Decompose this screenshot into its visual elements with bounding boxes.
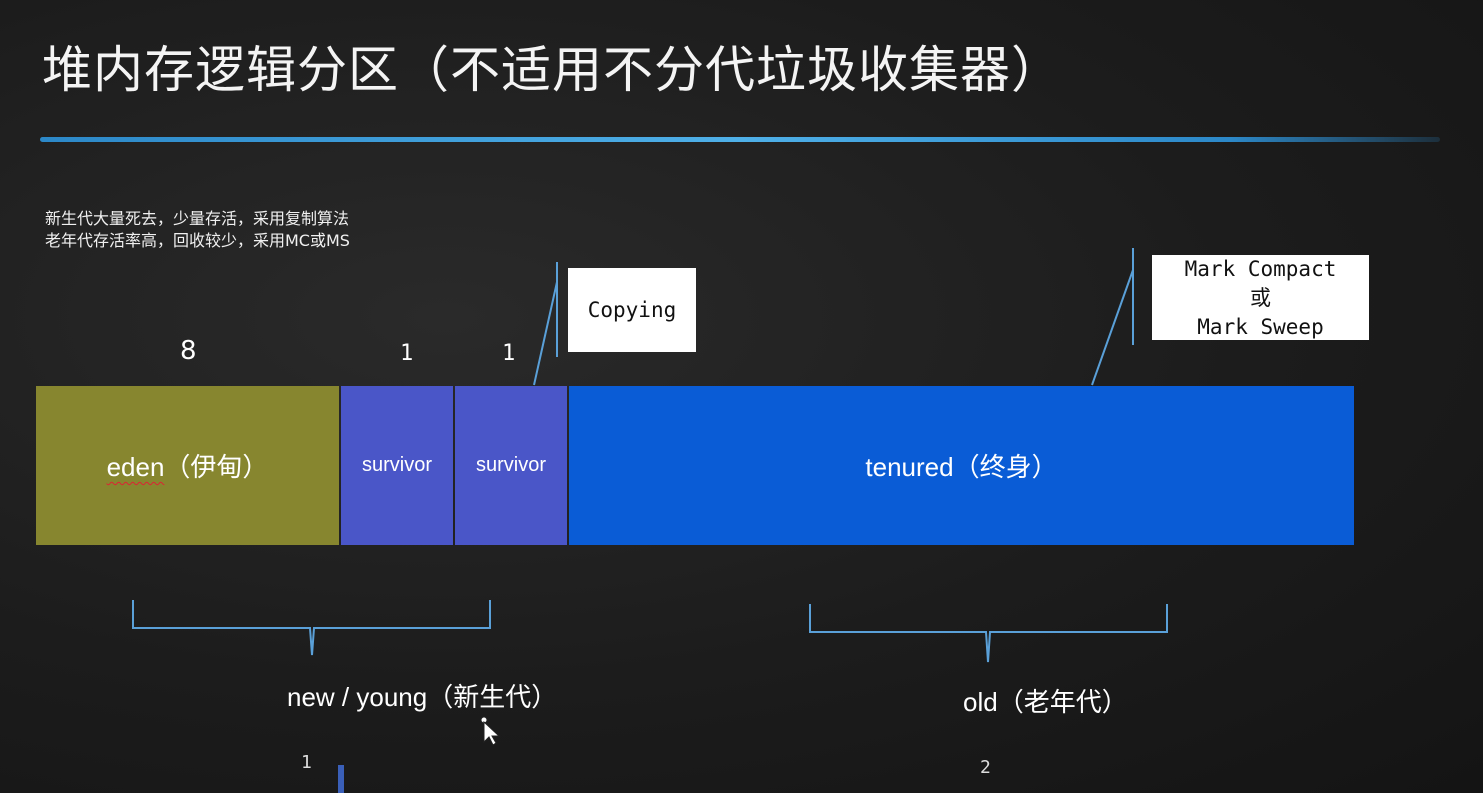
notes: 新生代大量死去，少量存活，采用复制算法 老年代存活率高，回收较少，采用MC或MS xyxy=(45,208,350,252)
mark-compact-label: Mark Compact xyxy=(1184,257,1337,281)
mouse-pointer-icon xyxy=(480,716,501,746)
tenured-label: tenured（终身） xyxy=(865,452,1058,482)
slide-title: 堆内存逻辑分区（不适用不分代垃圾收集器） xyxy=(42,41,1062,99)
young-number: 1 xyxy=(301,752,312,773)
ratio-survivor2: 1 xyxy=(502,341,516,366)
old-number: 2 xyxy=(980,757,991,778)
title-underline xyxy=(40,137,1440,142)
survivor-1-label: survivor xyxy=(361,454,432,476)
young-generation-label: new / young（新生代） xyxy=(287,682,558,712)
eden-region: eden（伊甸） xyxy=(36,386,339,545)
survivor-region-2: survivor xyxy=(455,386,567,545)
mark-or-label: 或 xyxy=(1250,286,1271,310)
survivor-region-1: survivor xyxy=(341,386,453,545)
ratio-eden: 8 xyxy=(180,336,197,366)
survivor-2-label: survivor xyxy=(475,454,546,476)
note-line-young: 新生代大量死去，少量存活，采用复制算法 xyxy=(45,209,350,228)
ratio-survivor1: 1 xyxy=(400,341,414,366)
copying-callout: Copying xyxy=(568,268,696,352)
text-caret xyxy=(338,765,344,793)
eden-label: eden（伊甸） xyxy=(106,452,269,482)
young-brace xyxy=(132,600,491,656)
tenured-region: tenured（终身） xyxy=(569,386,1354,545)
copying-leader xyxy=(533,281,558,386)
old-generation-label: old（老年代） xyxy=(963,687,1128,717)
note-line-old: 老年代存活率高，回收较少，采用MC或MS xyxy=(45,231,350,250)
copying-label: Copying xyxy=(587,298,677,322)
mark-sweep-label: Mark Sweep xyxy=(1197,315,1324,339)
mark-leader xyxy=(1091,269,1134,386)
old-brace xyxy=(809,604,1168,663)
mark-callout: Mark Compact 或 Mark Sweep xyxy=(1152,255,1369,340)
